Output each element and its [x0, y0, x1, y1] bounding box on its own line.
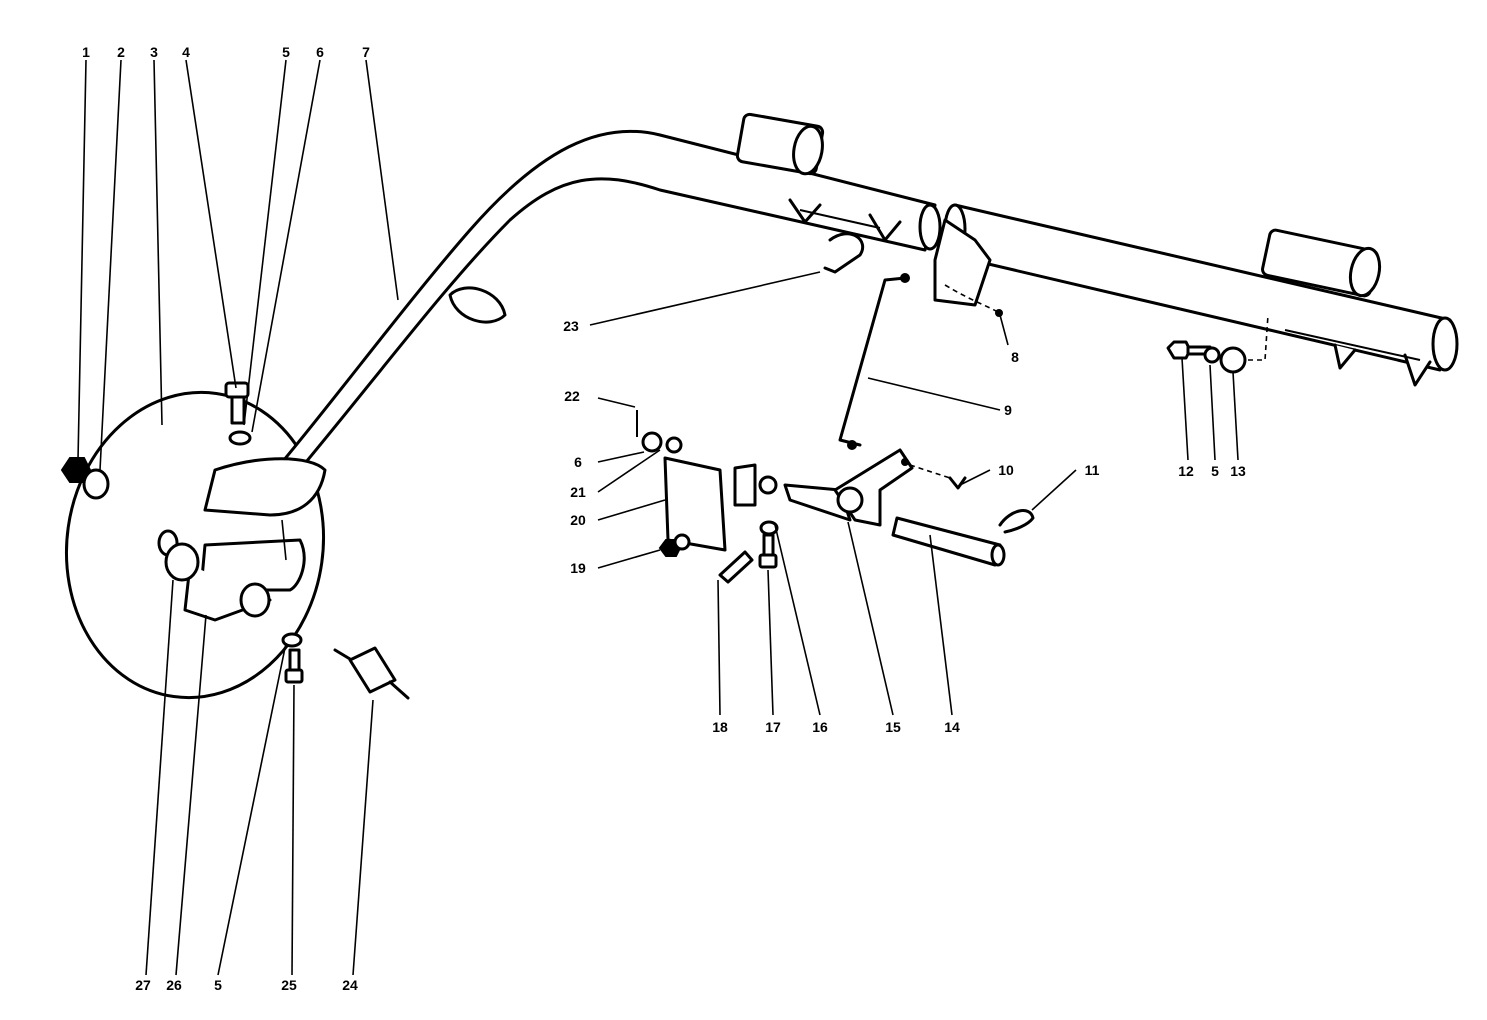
callout-22: 22: [564, 388, 580, 404]
callout-26: 26: [166, 977, 182, 993]
leader-lines: [77, 59, 1239, 976]
callout-6-mid: 6: [574, 454, 582, 470]
bolt-washers-right: [1166, 314, 1269, 374]
hitch-pin-clip: [998, 509, 1035, 534]
pivot-bracket: [636, 410, 778, 552]
spacer-part: [157, 529, 200, 582]
callout-27: 27: [135, 977, 151, 993]
nut-washer-left: [60, 457, 110, 500]
callout-24: 24: [342, 977, 358, 993]
callout-21: 21: [570, 484, 586, 500]
callout-labels: 1 2 3 4 5 6 7 8 9 10 11 12 5 13 14 15 16…: [82, 44, 1246, 993]
callout-10: 10: [998, 462, 1014, 478]
callout-6-top: 6: [316, 44, 324, 60]
callout-4: 4: [182, 44, 190, 60]
callout-13: 13: [1230, 463, 1246, 479]
lower-bracket: [183, 538, 306, 622]
bolt-lower: [281, 632, 304, 684]
callout-20: 20: [570, 512, 586, 528]
handle-tube: [248, 112, 942, 507]
callout-14: 14: [944, 719, 960, 735]
pivot-pin: [891, 516, 1006, 567]
callout-18: 18: [712, 719, 728, 735]
callout-5-top: 5: [282, 44, 290, 60]
callout-3: 3: [150, 44, 158, 60]
right-tube: [933, 203, 1459, 387]
callout-7: 7: [362, 44, 370, 60]
callout-25: 25: [281, 977, 297, 993]
cotter-pin: [948, 476, 967, 490]
callout-19: 19: [570, 560, 586, 576]
callout-11: 11: [1085, 462, 1100, 478]
cotter-8: [944, 284, 1003, 317]
callout-5-right: 5: [1211, 463, 1219, 479]
lever-arm: [783, 448, 951, 527]
callout-2: 2: [117, 44, 125, 60]
callout-5-bottom: 5: [214, 977, 222, 993]
bolt-18: [718, 550, 754, 584]
callout-15: 15: [885, 719, 901, 735]
callout-12: 12: [1178, 463, 1194, 479]
upper-mount-plate: [203, 381, 327, 517]
clip-part: [823, 232, 865, 274]
pivot-stud: [333, 646, 410, 700]
callout-17: 17: [765, 719, 781, 735]
link-rod: [838, 273, 910, 450]
callout-8: 8: [1011, 349, 1019, 365]
callout-16: 16: [812, 719, 828, 735]
callout-1: 1: [82, 44, 90, 60]
bolt-17: [758, 520, 779, 569]
callout-9: 9: [1004, 402, 1012, 418]
nut-washer-19: [658, 533, 691, 557]
callout-23: 23: [563, 318, 579, 334]
